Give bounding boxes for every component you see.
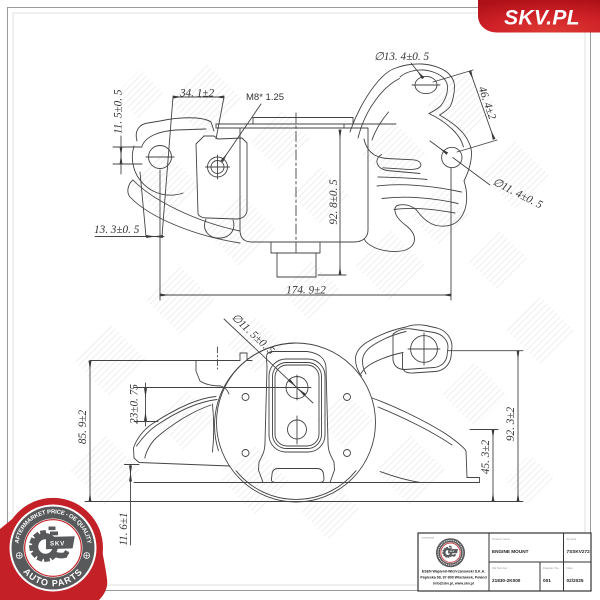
svg-text:11. 5±0. 5: 11. 5±0. 5 xyxy=(113,89,125,134)
svg-text:001: 001 xyxy=(543,578,551,583)
svg-text:M8* 1.25: M8* 1.25 xyxy=(246,92,284,103)
svg-text:7SSKV272: 7SSKV272 xyxy=(567,549,591,554)
svg-text:ESEN Wapienil-Wichrzanowski S.: ESEN Wapienil-Wichrzanowski S.K.A. xyxy=(422,570,485,574)
svg-text:Diagram No.: Diagram No. xyxy=(543,566,559,570)
svg-text:34. 1±2: 34. 1±2 xyxy=(179,88,215,100)
svg-text:92. 3±2: 92. 3±2 xyxy=(505,407,517,442)
svg-text:21830-2K000: 21830-2K000 xyxy=(492,578,521,583)
svg-text:SKV.PL: SKV.PL xyxy=(504,7,580,30)
svg-text:174. 9±2: 174. 9±2 xyxy=(286,285,326,297)
svg-text:85. 9±2: 85. 9±2 xyxy=(77,410,89,445)
svg-text:wystawca: wystawca xyxy=(422,536,435,540)
svg-text:Product name: Product name xyxy=(492,537,510,541)
svg-text:02/2025: 02/2025 xyxy=(567,578,584,583)
svg-text:11. 6±1: 11. 6±1 xyxy=(118,512,130,545)
svg-text:info@skv.pl, www.skv.pl: info@skv.pl, www.skv.pl xyxy=(433,582,474,586)
svg-text:Papieska 68, 87-800 Wloclawek,: Papieska 68, 87-800 Wloclawek, Poland xyxy=(420,576,486,580)
svg-text:92. 8±0. 5: 92. 8±0. 5 xyxy=(328,179,340,225)
svg-text:SKV: SKV xyxy=(50,540,65,547)
svg-text:Date: Date xyxy=(567,566,573,570)
svg-text:OE Number: OE Number xyxy=(492,566,507,570)
svg-text:∅13. 4±0. 5: ∅13. 4±0. 5 xyxy=(374,51,429,63)
svg-text:Symbol: Symbol xyxy=(567,537,577,541)
svg-text:45. 3±2: 45. 3±2 xyxy=(480,440,492,475)
svg-text:13. 3±0. 5: 13. 3±0. 5 xyxy=(94,224,140,236)
svg-text:23±0. 75: 23±0. 75 xyxy=(129,384,141,424)
svg-text:ENGINE MOUNT: ENGINE MOUNT xyxy=(492,549,529,554)
